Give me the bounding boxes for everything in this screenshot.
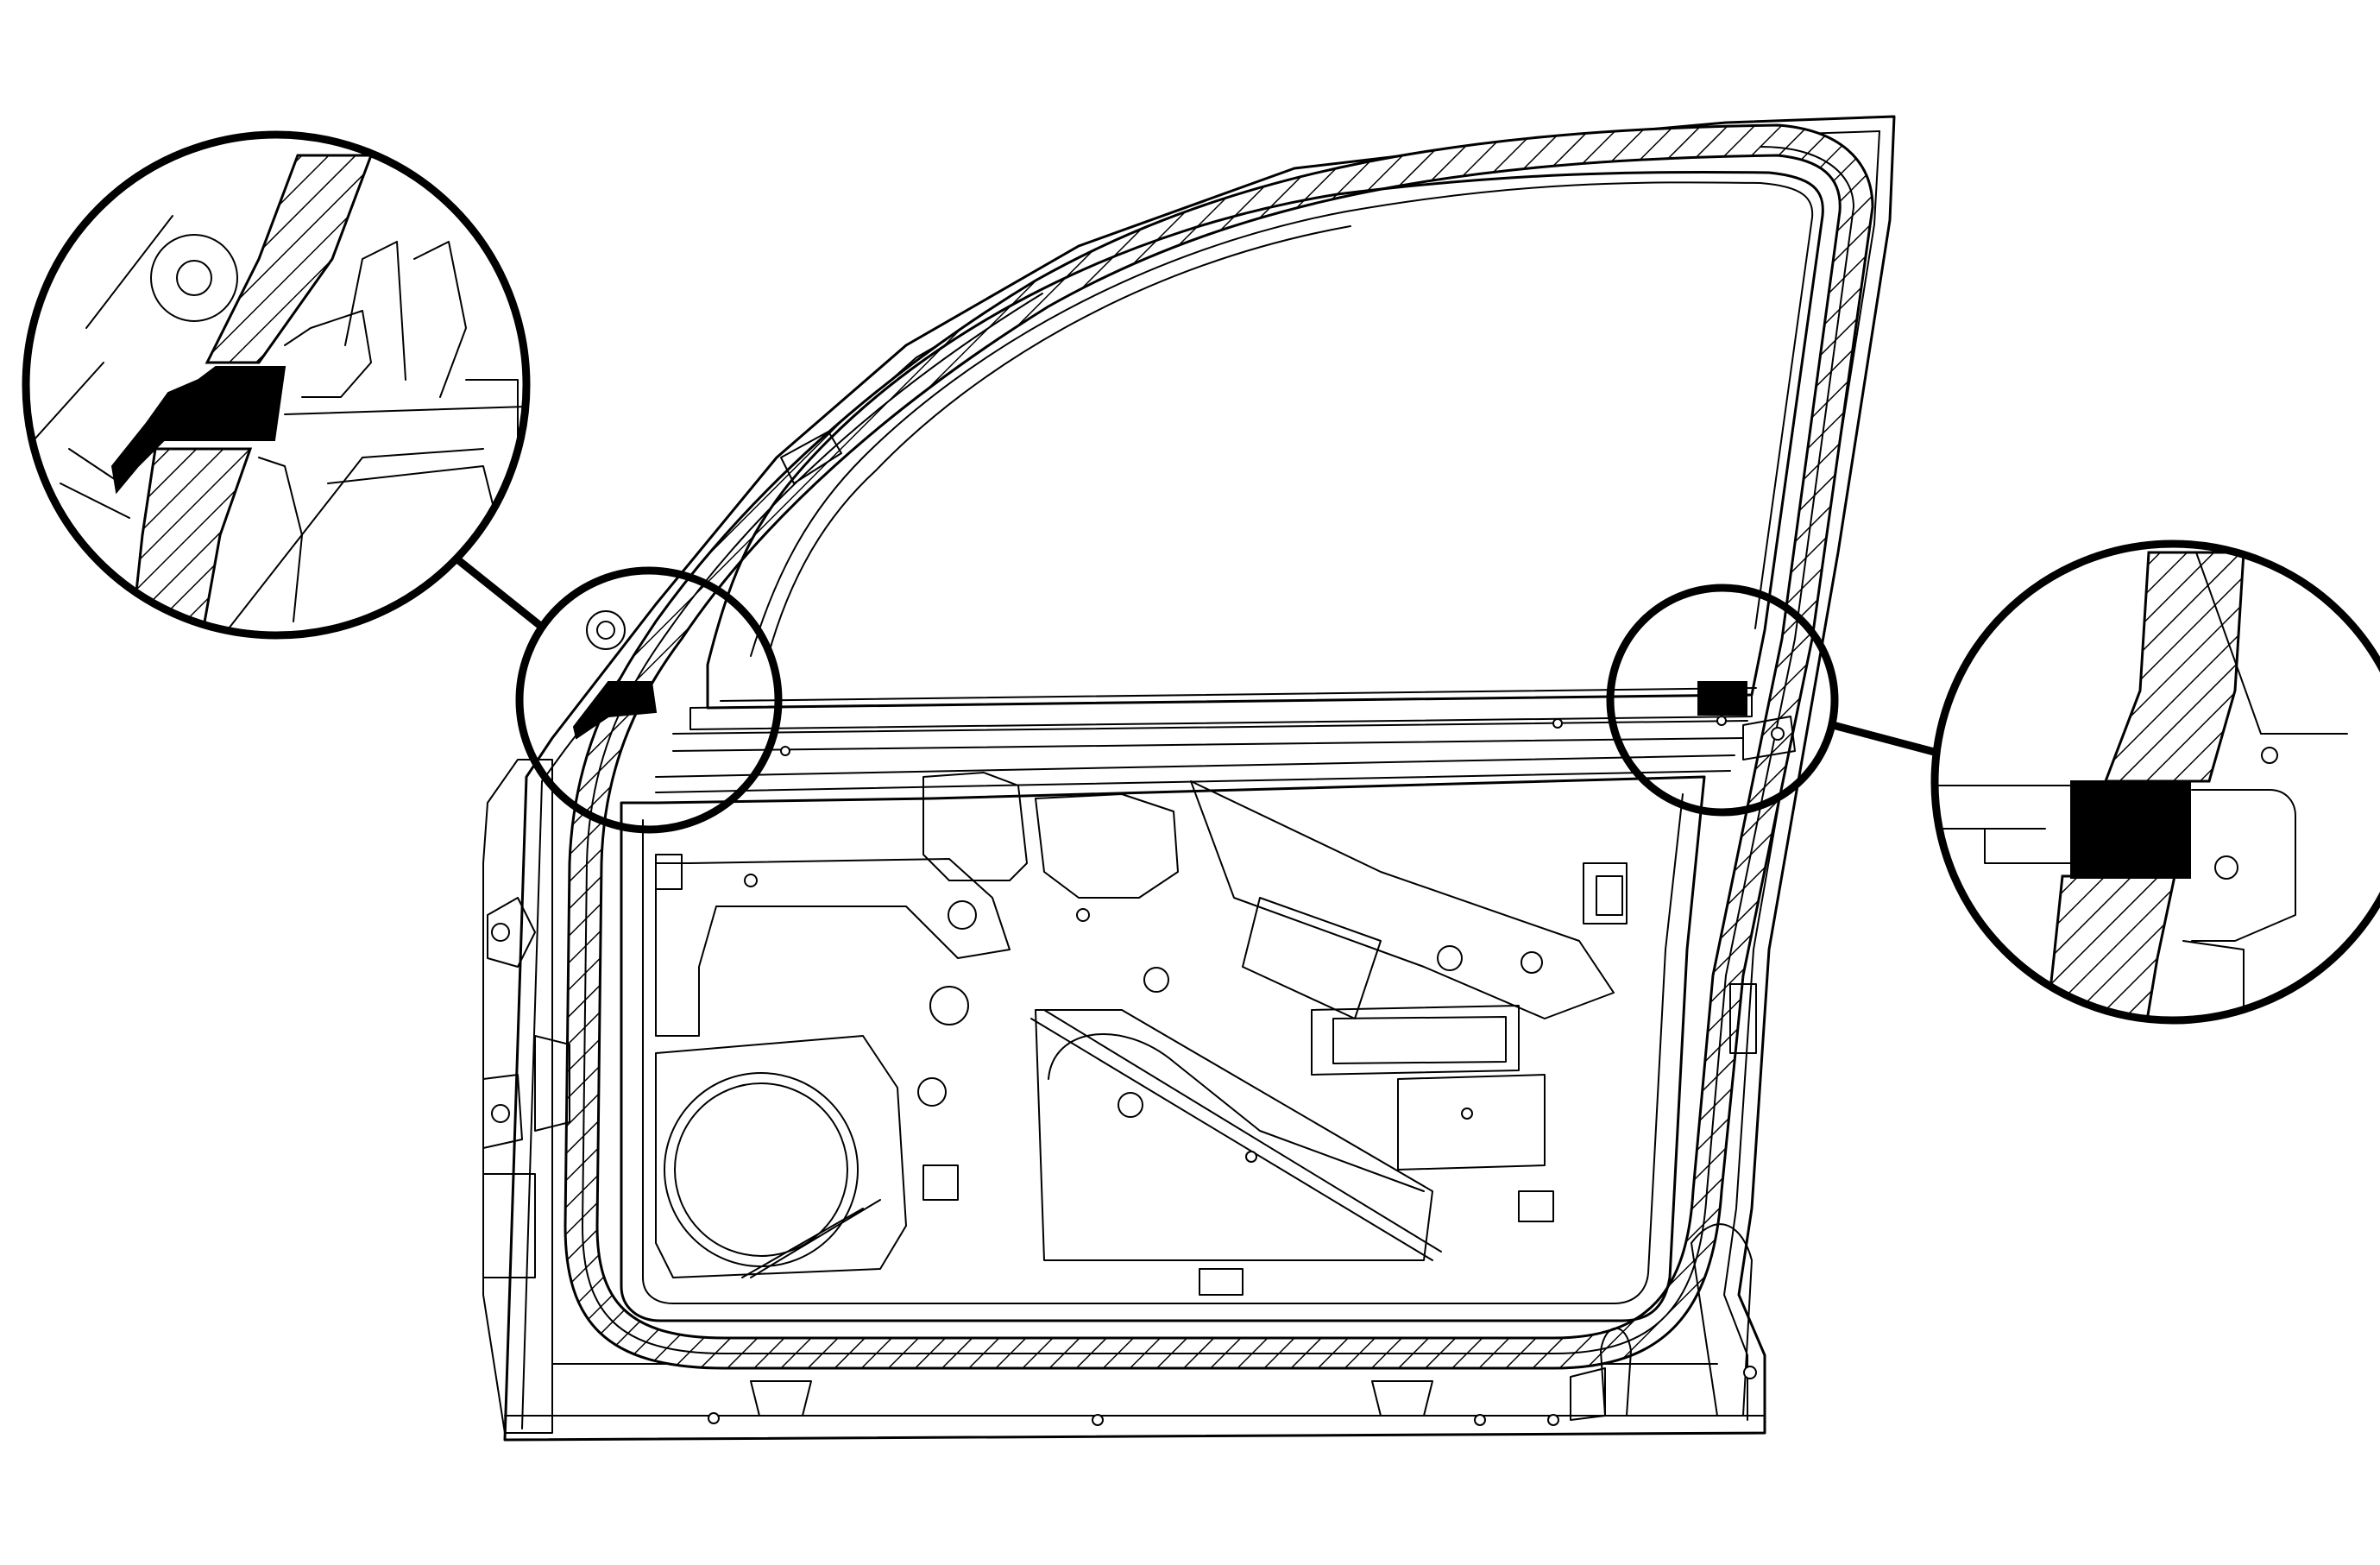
- rear-joint-marker: [1697, 681, 1747, 716]
- front-detail-callout: [22, 130, 531, 640]
- magnifier-callout-icon: [22, 130, 531, 640]
- front-locator-ring: [515, 566, 783, 834]
- rear-detail-callout: [1930, 540, 2380, 1025]
- mounting-points: [744, 874, 1543, 1163]
- seal-joint-markers: [572, 681, 1747, 740]
- door-weatherstrip-seal: [564, 123, 1874, 1370]
- rear-locator-ring: [1606, 584, 1839, 817]
- magnifier-callout-icon: [1930, 540, 2380, 1025]
- front-joint-marker: [572, 681, 658, 740]
- beltline-reinforcement: [655, 694, 1753, 793]
- window-frame: [706, 170, 1824, 710]
- rear-joint-detail: [2070, 780, 2191, 879]
- lower-sill: [708, 1380, 1559, 1426]
- front-joint-detail: [110, 366, 286, 495]
- locator-rings: [446, 549, 1939, 834]
- hinge-pillar: [482, 759, 570, 1434]
- inner-panel: [620, 772, 1706, 1322]
- lock-pillar: [1570, 716, 1796, 1421]
